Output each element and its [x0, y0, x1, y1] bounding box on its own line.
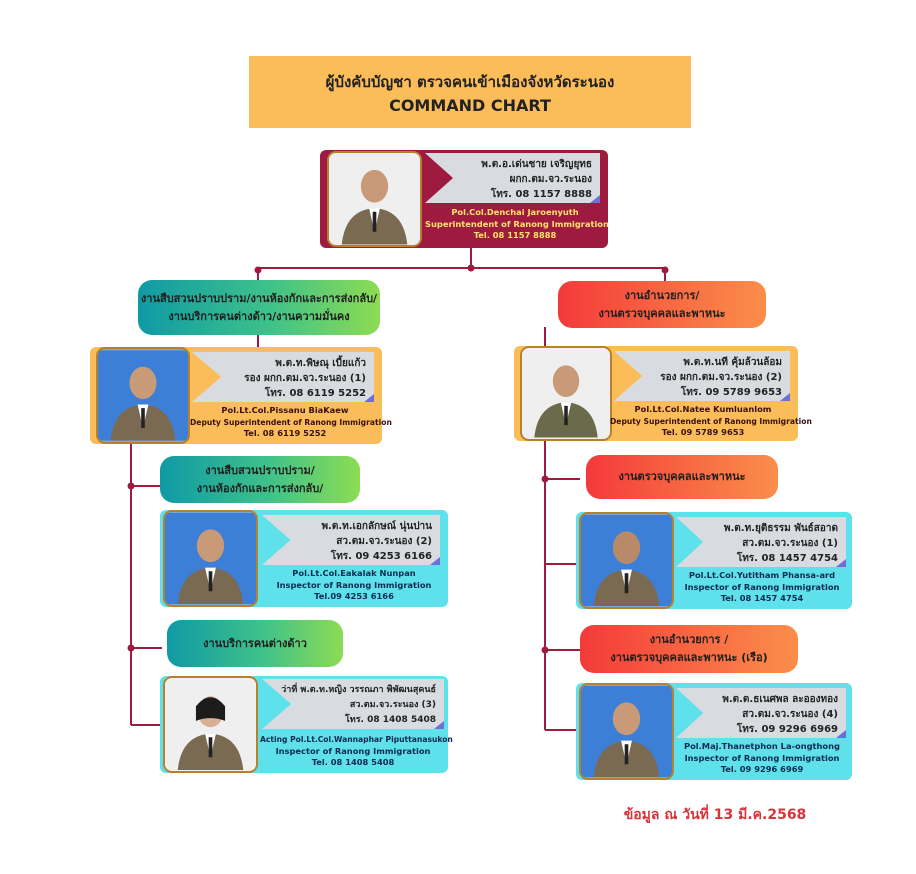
banner-fold — [836, 730, 846, 738]
right-sub1-officer-name-th: พ.ต.ท.ยุติธรรม พันธ์สอาด — [723, 523, 838, 534]
officer-portrait-icon — [165, 679, 256, 770]
right-sub1-label-line1: งานตรวจบุคคลและพาหนะ — [618, 470, 746, 483]
officer-portrait-icon — [165, 513, 256, 604]
left-sub1-officer-name-en: Pol.Lt.Col.Eakalak Nunpan — [292, 568, 416, 578]
right-deputy-position-th: รอง ผกก.ตม.จว.ระนอง (2) — [660, 372, 782, 383]
officer-portrait-icon — [522, 349, 610, 438]
left-deputy-banner: พ.ต.ท.พิษณุ เบี้ยแก้ว รอง ผกก.ตม.จว.ระนอ… — [192, 352, 374, 402]
left-sub2-officer-name-en: Acting Pol.Lt.Col.Wannaphar Piputtanasuk… — [260, 735, 453, 744]
left-sub2-officer-position-en: Inspector of Ranong Immigration — [275, 745, 431, 756]
left-sub1-officer-phone-th: โทร. 09 4253 6166 — [330, 551, 432, 562]
left-deputy-name-en: Pol.Lt.Col.Pissanu BiaKaew — [221, 405, 349, 415]
right-sub2-officer-name-en: Pol.Maj.Thanetphon La-ongthong — [684, 741, 840, 751]
right-group-label-line2: งานตรวจบุคคลและพาหนะ — [598, 306, 726, 320]
superintendent-photo — [327, 151, 422, 247]
superintendent-banner: พ.ต.อ.เด่นชาย เจริญยุทธ ผกก.ตม.จว.ระนอง … — [425, 153, 600, 203]
right-sub2-label-line1: งานอำนวยการ / — [649, 633, 729, 646]
superintendent-phone-en: Tel. 08 1157 8888 — [473, 230, 557, 240]
banner-fold — [364, 394, 374, 402]
left-sub2-officer-banner: ว่าที่ พ.ต.ท.หญิง วรรณภา พิพัฒนสุคนธ์ สว… — [262, 679, 444, 729]
right-deputy-banner: พ.ต.ท.นที คุ้มล้วนล้อม รอง ผกก.ตม.จว.ระน… — [614, 351, 790, 401]
banner-fold — [590, 195, 600, 203]
right-sub2-label: งานอำนวยการ / งานตรวจบุคคลและพาหนะ (เรือ… — [580, 625, 798, 673]
right-sub1-label: งานตรวจบุคคลและพาหนะ — [586, 455, 778, 499]
right-sub1-officer-phone-en: Tel. 08 1457 4754 — [720, 593, 804, 603]
left-deputy-position-en: Deputy Superintendent of Ranong Immigrat… — [190, 417, 392, 427]
left-sub1-label-line2: งานห้องกักและการส่งกลับ/ — [196, 481, 324, 495]
superintendent-position-en: Superintendent of Ranong Immigration — [425, 218, 609, 229]
right-sub2-officer-position-en: Inspector of Ranong Immigration — [684, 752, 840, 763]
left-deputy-card: พ.ต.ท.พิษณุ เบี้ยแก้ว รอง ผกก.ตม.จว.ระนอ… — [90, 347, 392, 444]
right-deputy-phone-en: Tel. 09 5789 9653 — [661, 427, 745, 437]
superintendent-name-th: พ.ต.อ.เด่นชาย เจริญยุทธ — [481, 159, 592, 170]
officer-portrait-icon — [98, 350, 188, 441]
left-sub1-label-line1: งานสืบสวนปราบปราม/ — [205, 463, 315, 477]
banner-fold — [780, 393, 790, 401]
officer-portrait-icon — [581, 686, 672, 777]
superintendent-phone-th: โทร. 08 1157 8888 — [490, 189, 592, 200]
left-sub2-officer-card: ว่าที่ พ.ต.ท.หญิง วรรณภา พิพัฒนสุคนธ์ สว… — [160, 676, 453, 773]
superintendent-position-th: ผกก.ตม.จว.ระนอง — [509, 174, 592, 185]
left-sub2-label: งานบริการคนต่างด้าว — [167, 620, 343, 667]
left-sub1-officer-position-th: สว.ตม.จว.ระนอง (2) — [336, 536, 432, 547]
left-deputy-phone-en: Tel. 08 6119 5252 — [243, 428, 327, 438]
right-sub2-officer-card: พ.ต.ต.ธเนศพล ละอองทอง สว.ตม.จว.ระนอง (4)… — [576, 683, 852, 780]
right-deputy-phone-th: โทร. 09 5789 9653 — [680, 387, 782, 398]
right-sub1-officer-phone-th: โทร. 08 1457 4754 — [736, 553, 838, 564]
chart-title-english: COMMAND CHART — [389, 95, 551, 115]
officer-portrait-icon — [581, 515, 672, 606]
left-sub1-officer-name-th: พ.ต.ท.เอกลักษณ์ นุ่นปาน — [321, 521, 432, 532]
right-sub1-officer-card: พ.ต.ท.ยุติธรรม พันธ์สอาด สว.ตม.จว.ระนอง … — [576, 512, 852, 609]
data-date-note: ข้อมูล ณ วันที่ 13 มี.ค.2568 — [623, 807, 807, 823]
right-sub1-officer-position-th: สว.ตม.จว.ระนอง (1) — [742, 538, 838, 549]
left-sub1-label: งานสืบสวนปราบปราม/ งานห้องกักและการส่งกล… — [160, 456, 360, 503]
right-group-label-line1: งานอำนวยการ/ — [624, 288, 700, 302]
right-sub2-label-line2: งานตรวจบุคคลและพาหนะ (เรือ) — [610, 651, 768, 664]
left-deputy-position-th: รอง ผกก.ตม.จว.ระนอง (1) — [244, 373, 366, 384]
right-deputy-position-en: Deputy Superintendent of Ranong Immigrat… — [610, 416, 812, 426]
left-sub1-officer-banner: พ.ต.ท.เอกลักษณ์ นุ่นปาน สว.ตม.จว.ระนอง (… — [262, 515, 440, 565]
left-deputy-name-th: พ.ต.ท.พิษณุ เบี้ยแก้ว — [275, 358, 366, 369]
right-sub2-officer-phone-en: Tel. 09 9296 6969 — [720, 764, 804, 774]
right-sub1-officer-name-en: Pol.Lt.Col.Yutitham Phansa-ard — [688, 570, 836, 580]
right-sub2-officer-photo — [579, 683, 674, 780]
superintendent-card: พ.ต.อ.เด่นชาย เจริญยุทธ ผกก.ตม.จว.ระนอง … — [320, 150, 609, 248]
left-sub2-label-line1: งานบริการคนต่างด้าว — [203, 636, 307, 650]
right-sub2-officer-name-th: พ.ต.ต.ธเนศพล ละอองทอง — [722, 694, 838, 705]
left-sub1-officer-phone-en: Tel.09 4253 6166 — [314, 591, 394, 601]
left-sub2-officer-position-th: สว.ตม.จว.ระนอง (3) — [349, 700, 436, 710]
left-sub2-officer-name-th: ว่าที่ พ.ต.ท.หญิง วรรณภา พิพัฒนสุคนธ์ — [281, 685, 436, 695]
right-sub1-officer-photo — [579, 512, 674, 609]
chart-title-thai: ผู้บังคับบัญชา ตรวจคนเข้าเมืองจังหวัดระน… — [325, 72, 615, 91]
banner-fold — [836, 559, 846, 567]
chart-title-box: ผู้บังคับบัญชา ตรวจคนเข้าเมืองจังหวัดระน… — [249, 56, 691, 128]
superintendent-name-en: Pol.Col.Denchai Jaroenyuth — [451, 207, 579, 217]
left-sub2-officer-phone-th: โทร. 08 1408 5408 — [344, 715, 436, 725]
right-sub2-officer-position-th: สว.ตม.จว.ระนอง (4) — [742, 709, 838, 720]
right-group-label: งานอำนวยการ/ งานตรวจบุคคลและพาหนะ — [558, 281, 766, 328]
right-sub2-officer-phone-th: โทร. 09 9296 6969 — [736, 724, 838, 735]
right-sub2-officer-banner: พ.ต.ต.ธเนศพล ละอองทอง สว.ตม.จว.ระนอง (4)… — [676, 688, 846, 738]
right-deputy-name-en: Pol.Lt.Col.Natee Kumluanlom — [634, 404, 772, 414]
left-group-label-line2: งานบริการคนต่างด้าว/งานความมั่นคง — [168, 309, 350, 323]
left-sub1-officer-card: พ.ต.ท.เอกลักษณ์ นุ่นปาน สว.ตม.จว.ระนอง (… — [160, 510, 448, 607]
left-deputy-phone-th: โทร. 08 6119 5252 — [264, 388, 366, 399]
left-sub1-officer-position-en: Inspector of Ranong Immigration — [276, 579, 432, 590]
left-sub2-officer-photo — [163, 676, 258, 773]
banner-fold — [430, 557, 440, 565]
left-deputy-photo — [96, 347, 190, 444]
right-deputy-card: พ.ต.ท.นที คุ้มล้วนล้อม รอง ผกก.ตม.จว.ระน… — [514, 346, 812, 441]
officer-portrait-icon — [329, 153, 420, 245]
left-sub1-officer-photo — [163, 510, 258, 607]
right-sub1-officer-position-en: Inspector of Ranong Immigration — [684, 581, 840, 592]
right-deputy-name-th: พ.ต.ท.นที คุ้มล้วนล้อม — [683, 357, 782, 368]
right-deputy-photo — [520, 346, 612, 441]
left-sub2-officer-phone-en: Tel. 08 1408 5408 — [311, 757, 395, 767]
banner-fold — [434, 721, 444, 729]
left-group-label: งานสืบสวนปราบปราม/งานห้องกักและการส่งกลั… — [138, 280, 380, 335]
left-group-label-line1: งานสืบสวนปราบปราม/งานห้องกักและการส่งกลั… — [140, 291, 378, 305]
right-sub1-officer-banner: พ.ต.ท.ยุติธรรม พันธ์สอาด สว.ตม.จว.ระนอง … — [676, 517, 846, 567]
